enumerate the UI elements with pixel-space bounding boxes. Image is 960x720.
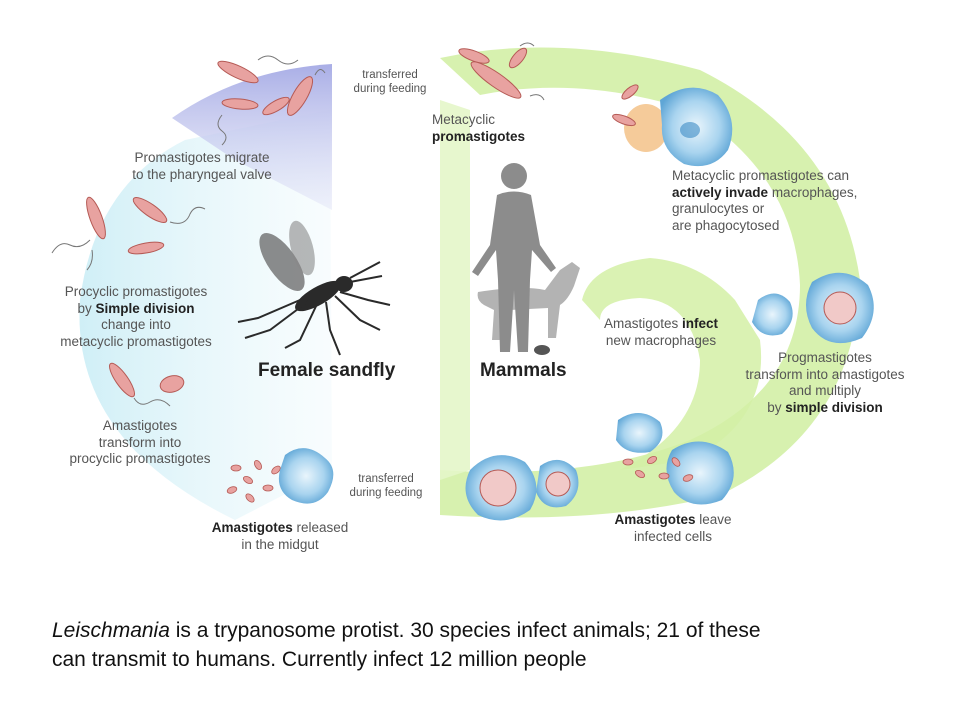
amastigotes-released-label: Amastigotes released in the midgut xyxy=(211,520,349,552)
promastigote-icon xyxy=(86,196,168,255)
procyclic-label: Procyclic promastigotes by Simple divisi… xyxy=(60,284,212,349)
leave-label: Amastigotes leave infected cells xyxy=(614,512,732,544)
life-cycle-diagram xyxy=(51,42,874,521)
amastigote-icon xyxy=(226,460,281,503)
amastigotes-transform-label: Amastigotes transform into procyclic pro… xyxy=(69,418,211,466)
mammals-title: Mammals xyxy=(480,360,567,381)
female-sandfly-title: Female sandfly xyxy=(258,360,396,381)
macrophage-icon xyxy=(624,87,733,167)
macrophage-icon xyxy=(465,412,734,521)
transferred-during-feeding-bottom: transferred during feeding xyxy=(349,473,423,499)
macrophage-icon xyxy=(278,448,334,504)
promastigotes-migrate-label: Promastigotes migrate to the pharyngeal … xyxy=(132,150,272,182)
amastigote-icon xyxy=(622,455,694,482)
mammal-arc-outer xyxy=(440,47,860,518)
caption: Leischmania is a trypanosome protist. 30… xyxy=(52,619,761,671)
sandfly-icon xyxy=(237,220,391,356)
invade-label: Metacyclic promastigotes can actively in… xyxy=(672,168,858,233)
progmastigotes-label: Progmastigotes transform into amastigote… xyxy=(745,350,905,415)
transferred-during-feeding-top: transferred during feeding xyxy=(353,69,427,95)
metacyclic-label: Metacyclic promastigotes xyxy=(432,112,526,144)
human-silhouette-icon xyxy=(472,163,556,352)
promastigote-icon xyxy=(217,60,314,116)
promastigote-icon xyxy=(458,47,528,99)
mammal-arc-fade xyxy=(440,100,470,480)
mammal-arc-inner xyxy=(582,258,762,470)
macrophage-icon xyxy=(752,272,874,344)
infect-label: Amastigotes infect new macrophages xyxy=(603,316,719,348)
mouse-silhouette-icon xyxy=(534,345,550,355)
promastigote-icon xyxy=(109,362,185,398)
